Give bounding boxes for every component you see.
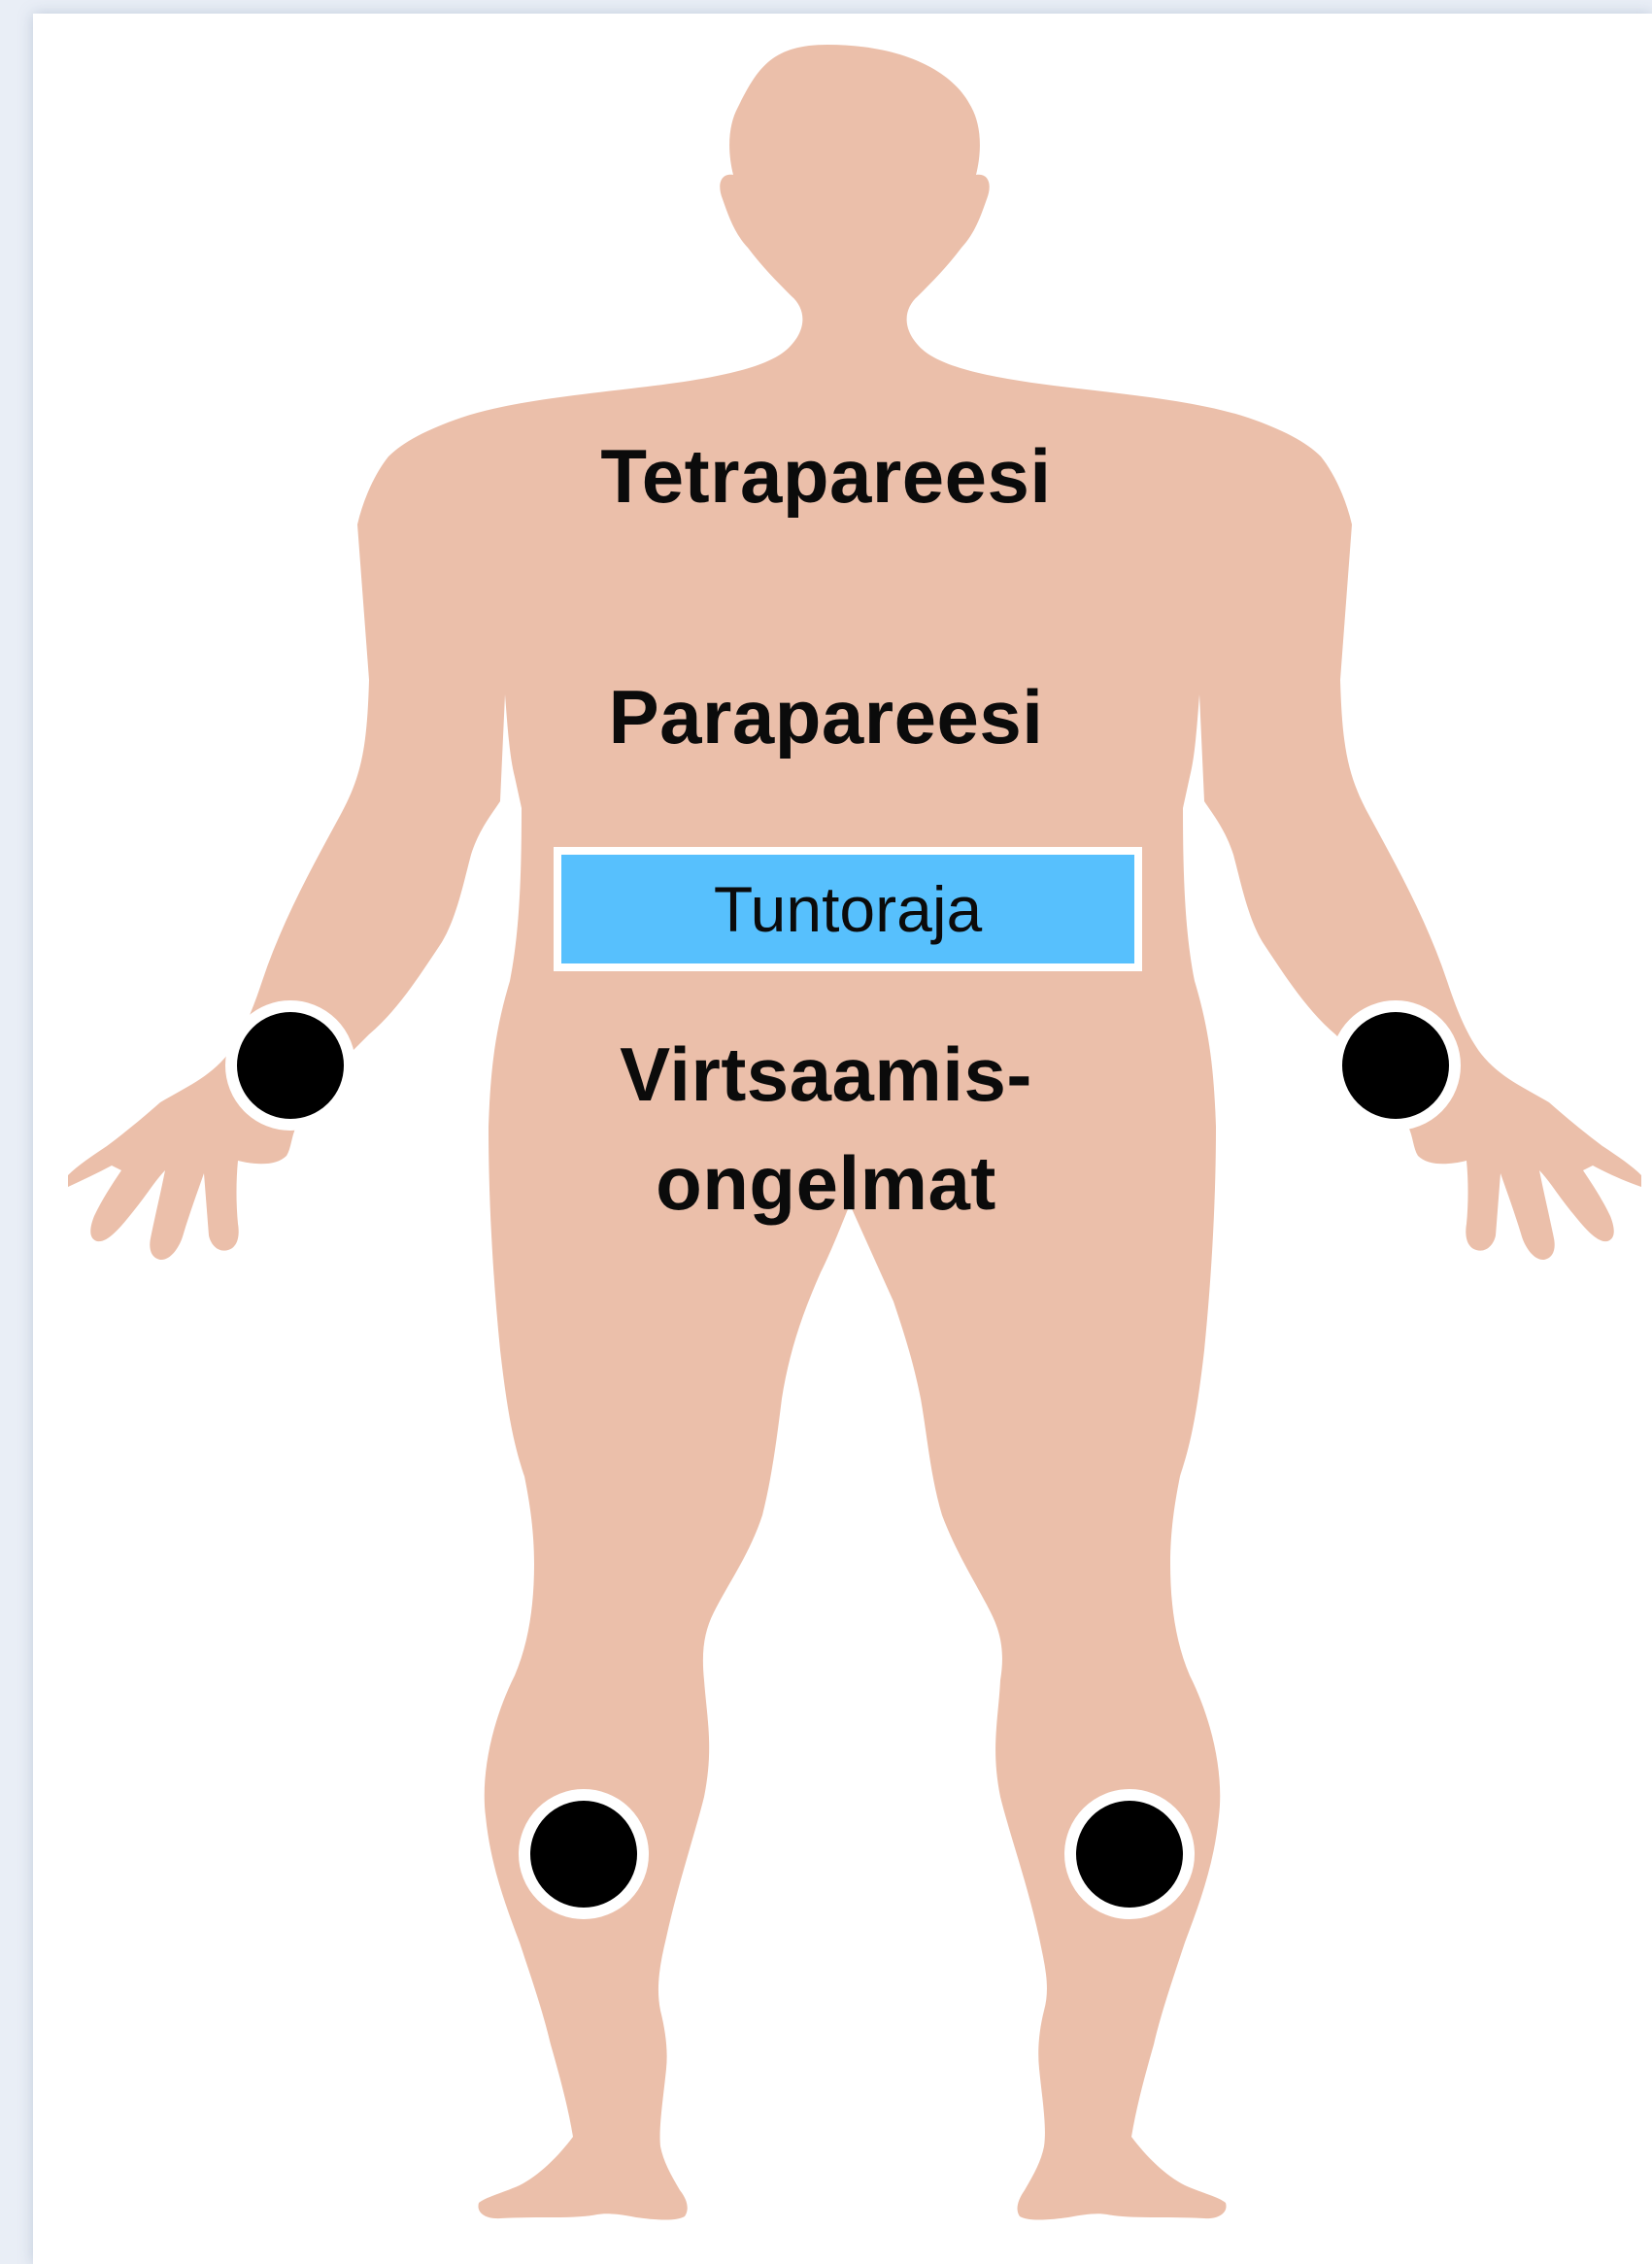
right-wrist-marker (1331, 1000, 1461, 1131)
right-knee-marker (1064, 1789, 1195, 1919)
sensory-level-band: Tuntoraja (554, 847, 1142, 971)
left-wrist-marker (225, 1000, 355, 1131)
paraparesis-label: Parapareesi (0, 673, 1652, 760)
left-knee-marker (519, 1789, 649, 1919)
sensory-level-label: Tuntoraja (714, 872, 982, 946)
tetraparesis-label: Tetrapareesi (0, 432, 1652, 520)
urinary-problems-line-2: ongelmat (0, 1129, 1652, 1237)
